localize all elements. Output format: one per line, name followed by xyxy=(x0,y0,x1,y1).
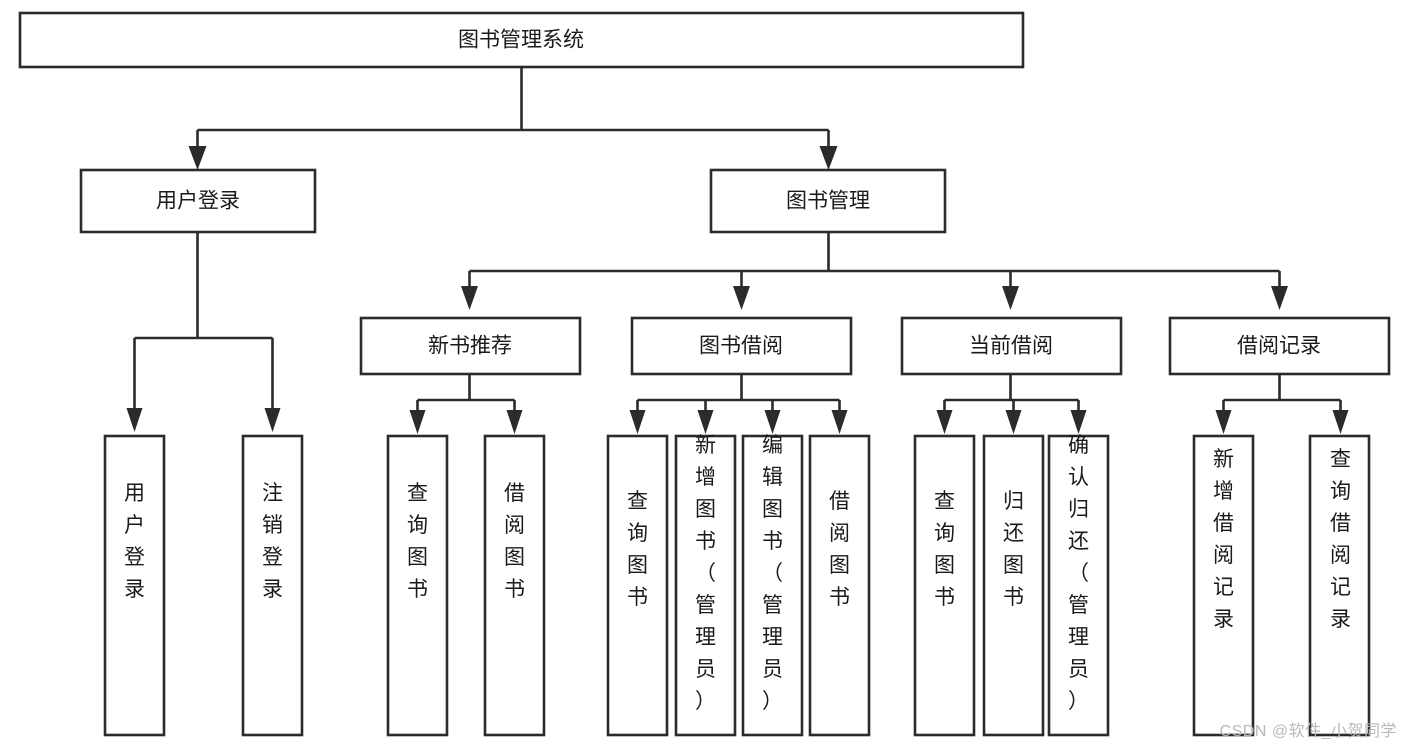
node-leaf-box[interactable] xyxy=(1047,434,1110,737)
connectors-borrow-record xyxy=(1215,374,1349,434)
node-root[interactable]: 图书管理系统 xyxy=(18,11,1025,69)
node-leaf-box[interactable] xyxy=(386,434,449,737)
node-new-book-recommend-box[interactable] xyxy=(359,316,582,376)
node-book-borrow[interactable]: 图书借阅 xyxy=(630,316,853,376)
node-leaf-label: 借阅图书 xyxy=(829,490,850,609)
node-leaf-box[interactable] xyxy=(483,434,546,737)
node-leaf-label: 查询借阅记录 xyxy=(1330,448,1351,631)
node-leaf-br-0[interactable]: 新增借阅记录 xyxy=(1192,434,1255,737)
node-leaf-label: 借阅图书 xyxy=(504,482,525,601)
node-leaf-cb-1[interactable]: 归还图书 xyxy=(982,434,1045,737)
node-current-borrow[interactable]: 当前借阅 xyxy=(900,316,1123,376)
node-borrow-record-box[interactable] xyxy=(1168,316,1391,376)
node-leaf-nbr-1[interactable]: 借阅图书 xyxy=(483,434,546,737)
arrow-head-book-manage xyxy=(819,146,838,170)
arrow-head-leaf-cb-2 xyxy=(1070,410,1087,434)
node-leaf-label: 用户登录 xyxy=(124,482,145,601)
node-leaf-box[interactable] xyxy=(241,434,304,737)
node-user-login[interactable]: 用户登录 xyxy=(79,168,317,234)
arrow-head-leaf-nbr-1 xyxy=(506,410,523,434)
arrow-head-book-borrow xyxy=(733,286,750,310)
node-current-borrow-label: 当前借阅 xyxy=(969,335,1053,358)
connectors-user-login xyxy=(126,232,281,432)
node-leaf-nbr-0[interactable]: 查询图书 xyxy=(386,434,449,737)
node-leaf-label: 确认归还（管理员） xyxy=(1068,434,1089,713)
node-user-login-label: 用户登录 xyxy=(156,190,240,213)
node-book-manage[interactable]: 图书管理 xyxy=(709,168,947,234)
node-leaf-user-login-0[interactable]: 用户登录 xyxy=(103,434,166,737)
node-root-box[interactable] xyxy=(18,11,1025,69)
node-leaf-label: 编辑图书（管理员） xyxy=(762,434,783,713)
node-leaf-label: 注销登录 xyxy=(262,482,283,601)
leaf-group-user-login: 用户登录 注销登录 xyxy=(103,434,304,737)
connectors-new-book-recommend xyxy=(409,374,523,434)
leaf-group-new-book-recommend: 查询图书 借阅图书 xyxy=(386,434,546,737)
node-leaf-bb-3[interactable]: 借阅图书 xyxy=(808,434,871,737)
arrow-head-leaf-user-login-1 xyxy=(264,408,281,432)
arrow-head-leaf-bb-1 xyxy=(697,410,714,434)
arrow-head-leaf-user-login-0 xyxy=(126,408,143,432)
node-borrow-record-label: 借阅记录 xyxy=(1237,335,1321,358)
node-leaf-cb-2[interactable]: 确认归还（管理员） xyxy=(1047,434,1110,737)
arrow-head-leaf-bb-3 xyxy=(831,410,848,434)
connectors-current-borrow xyxy=(936,374,1087,434)
leaf-group-book-borrow: 查询图书 新增图书（管理员） 编辑图书（管理员） 借阅图书 xyxy=(606,434,871,737)
node-new-book-recommend-label: 新书推荐 xyxy=(428,335,512,358)
node-leaf-bb-1[interactable]: 新增图书（管理员） xyxy=(674,434,737,737)
node-leaf-label: 查询图书 xyxy=(934,490,955,609)
node-leaf-label: 归还图书 xyxy=(1003,490,1024,609)
connectors-root xyxy=(188,67,838,170)
node-leaf-label: 查询图书 xyxy=(627,490,648,609)
node-book-borrow-box[interactable] xyxy=(630,316,853,376)
node-new-book-recommend[interactable]: 新书推荐 xyxy=(359,316,582,376)
node-current-borrow-box[interactable] xyxy=(900,316,1123,376)
node-leaf-label: 新增图书（管理员） xyxy=(695,434,716,713)
arrow-head-current-borrow xyxy=(1002,286,1019,310)
arrow-head-leaf-nbr-0 xyxy=(409,410,426,434)
node-leaf-box[interactable] xyxy=(913,434,976,737)
arrow-head-new-book-recommend xyxy=(461,286,478,310)
node-leaf-box[interactable] xyxy=(808,434,871,737)
arrow-head-leaf-bb-0 xyxy=(629,410,646,434)
arrow-head-user-login xyxy=(188,146,207,170)
arrow-head-leaf-br-1 xyxy=(1332,410,1349,434)
node-leaf-box[interactable] xyxy=(1308,434,1371,737)
node-user-login-box[interactable] xyxy=(79,168,317,234)
node-leaf-box[interactable] xyxy=(741,434,804,737)
node-leaf-bb-2[interactable]: 编辑图书（管理员） xyxy=(741,434,804,737)
node-leaf-bb-0[interactable]: 查询图书 xyxy=(606,434,669,737)
arrow-head-borrow-record xyxy=(1271,286,1288,310)
node-book-borrow-label: 图书借阅 xyxy=(699,335,783,358)
node-borrow-record[interactable]: 借阅记录 xyxy=(1168,316,1391,376)
node-leaf-box[interactable] xyxy=(674,434,737,737)
node-root-label: 图书管理系统 xyxy=(458,29,584,52)
node-leaf-br-1[interactable]: 查询借阅记录 xyxy=(1308,434,1371,737)
node-leaf-box[interactable] xyxy=(1192,434,1255,737)
leaf-group-current-borrow: 查询图书 归还图书 确认归还（管理员） xyxy=(913,434,1110,737)
arrow-head-leaf-cb-0 xyxy=(936,410,953,434)
node-leaf-cb-0[interactable]: 查询图书 xyxy=(913,434,976,737)
node-leaf-box[interactable] xyxy=(606,434,669,737)
node-leaf-box[interactable] xyxy=(982,434,1045,737)
connectors-book-manage xyxy=(461,232,1288,310)
node-book-manage-label: 图书管理 xyxy=(786,190,870,213)
node-book-manage-box[interactable] xyxy=(709,168,947,234)
arrow-head-leaf-cb-1 xyxy=(1005,410,1022,434)
node-leaf-label: 查询图书 xyxy=(407,482,428,601)
node-leaf-box[interactable] xyxy=(103,434,166,737)
leaf-group-borrow-record: 新增借阅记录 查询借阅记录 xyxy=(1192,434,1371,737)
arrow-head-leaf-bb-2 xyxy=(764,410,781,434)
connectors-book-borrow xyxy=(629,374,848,434)
node-leaf-label: 新增借阅记录 xyxy=(1213,448,1234,631)
node-leaf-user-login-1[interactable]: 注销登录 xyxy=(241,434,304,737)
arrow-head-leaf-br-0 xyxy=(1215,410,1232,434)
